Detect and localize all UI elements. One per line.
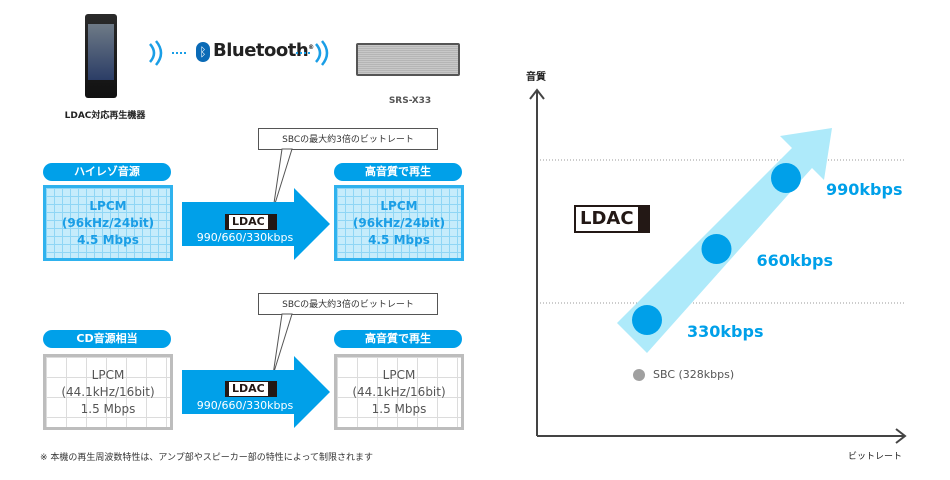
ldac-badge: LDAC bbox=[225, 210, 277, 230]
bluetooth-icon: ᛒ bbox=[196, 42, 210, 62]
ldac-point-990 bbox=[771, 163, 801, 193]
box-line: LPCM bbox=[91, 367, 125, 382]
bitrate-callout: SBCの最大約3倍のビットレート bbox=[258, 128, 438, 150]
bluetooth-label: Bluetooth® bbox=[213, 40, 314, 61]
ldac-logo: LDAC bbox=[574, 205, 650, 233]
registered-mark: ® bbox=[308, 44, 314, 51]
source-pill: ハイレゾ音源 bbox=[43, 163, 171, 181]
box-line: (44.1kHz/16bit) bbox=[352, 384, 446, 399]
player-device-image bbox=[85, 14, 117, 98]
y-axis-arrowhead bbox=[529, 88, 545, 100]
ldac-badge: LDAC bbox=[225, 377, 277, 397]
box-line: (96kHz/24bit) bbox=[352, 215, 446, 230]
box-line: LPCM bbox=[380, 198, 418, 213]
callout-pointer bbox=[272, 313, 293, 376]
wireless-signal-left-icon bbox=[149, 40, 186, 66]
wireless-signal-right-icon bbox=[296, 40, 329, 66]
box-line: LPCM bbox=[89, 198, 127, 213]
box-line: 1.5 Mbps bbox=[80, 401, 136, 416]
bitrate-callout: SBCの最大約3倍のビットレート bbox=[258, 293, 438, 315]
ldac-badge-text: LDAC bbox=[229, 215, 268, 229]
output-box: LPCM (44.1kHz/16bit) 1.5 Mbps bbox=[334, 354, 464, 430]
ldac-point-330 bbox=[632, 305, 662, 335]
speaker-device-image bbox=[356, 43, 460, 76]
box-line: (44.1kHz/16bit) bbox=[61, 384, 155, 399]
ldac-point-label: 660kbps bbox=[756, 251, 833, 270]
source-box: LPCM (44.1kHz/16bit) 1.5 Mbps bbox=[43, 354, 173, 430]
callout-pointer bbox=[272, 148, 293, 211]
ldac-point-label: 990kbps bbox=[826, 180, 903, 199]
box-line: 4.5 Mbps bbox=[368, 232, 430, 247]
x-axis-label: ビットレート bbox=[848, 452, 903, 462]
ldac-point-660 bbox=[701, 234, 732, 264]
output-pill: 高音質で再生 bbox=[334, 330, 462, 348]
ldac-point-label: 330kbps bbox=[687, 322, 764, 341]
codec-rates: 990/660/330kbps bbox=[196, 231, 294, 244]
ldac-badge-text: LDAC bbox=[229, 382, 268, 396]
player-label: LDAC対応再生機器 bbox=[64, 111, 146, 121]
y-axis-label: 音質 bbox=[526, 72, 546, 83]
output-box: LPCM (96kHz/24bit) 4.5 Mbps bbox=[334, 185, 464, 261]
source-pill: CD音源相当 bbox=[43, 330, 171, 348]
output-pill: 高音質で再生 bbox=[334, 163, 462, 181]
footnote: ※ 本機の再生周波数特性は、アンプ部やスピーカー部の特性によって制限されます bbox=[40, 453, 374, 463]
speaker-label: SRS-X33 bbox=[388, 96, 432, 106]
box-line: LPCM bbox=[382, 367, 416, 382]
sbc-point-label: SBC (328kbps) bbox=[653, 368, 735, 381]
codec-rates: 990/660/330kbps bbox=[196, 399, 294, 412]
box-line: 1.5 Mbps bbox=[371, 401, 427, 416]
ldac-logo-text: LDAC bbox=[580, 208, 634, 229]
bluetooth-text: Bluetooth bbox=[213, 40, 309, 61]
x-axis-arrowhead bbox=[895, 428, 907, 444]
source-box: LPCM (96kHz/24bit) 4.5 Mbps bbox=[43, 185, 173, 261]
box-line: (96kHz/24bit) bbox=[61, 215, 155, 230]
sbc-point bbox=[633, 369, 645, 381]
box-line: 4.5 Mbps bbox=[77, 232, 139, 247]
